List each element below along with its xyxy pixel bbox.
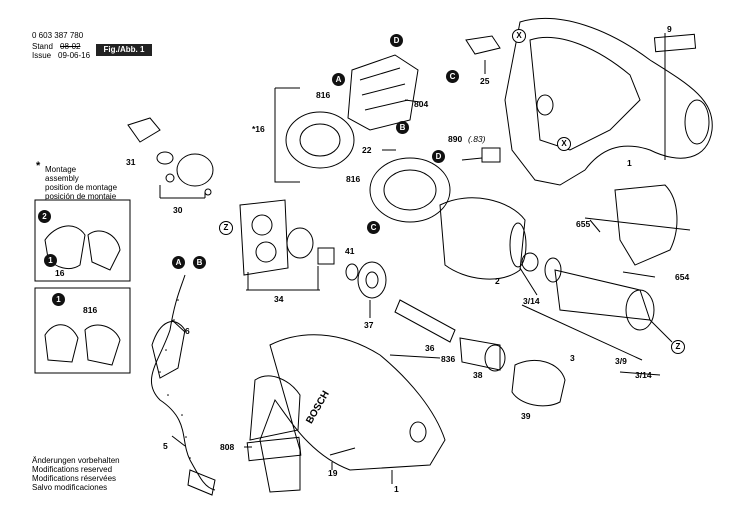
issue-value: 09-06-16 — [58, 51, 91, 60]
inset-frame-top — [34, 199, 131, 282]
marker-d-top: D — [390, 34, 403, 47]
label-36: 36 — [425, 343, 435, 353]
label-16-inset: 16 — [55, 268, 65, 278]
label-2: 2 — [495, 276, 500, 286]
label-890-sub: (.83) — [468, 134, 486, 144]
main-housing — [259, 334, 446, 493]
label-816-b: 816 — [346, 174, 361, 184]
footer-line-3: Modifications réservées — [32, 474, 117, 483]
footer-line-4: Salvo modificaciones — [32, 483, 108, 492]
label-25: 25 — [480, 76, 490, 86]
label-890: 890 — [448, 134, 463, 144]
part-number: 0 603 387 780 — [32, 31, 84, 40]
marker-x-top: X — [512, 29, 526, 43]
label-3-9: 3/9 — [615, 356, 627, 366]
assembly-line-3: position de montage — [45, 183, 118, 192]
label-39: 39 — [521, 411, 531, 421]
issue-label: Issue — [32, 51, 52, 60]
label-38: 38 — [473, 370, 483, 380]
marker-1-inset-bottom: 1 — [52, 293, 65, 306]
marker-d-right: D — [432, 150, 445, 163]
label-836: 836 — [441, 354, 456, 364]
assembly-symbol: * — [36, 160, 41, 172]
label-star16: *16 — [252, 124, 265, 134]
footer-line-1: Änderungen vorbehalten — [32, 456, 120, 465]
label-808: 808 — [220, 442, 235, 452]
chuck — [511, 359, 566, 407]
marker-z-armature: Z — [671, 340, 685, 354]
stand-value: 08-02 — [60, 42, 81, 51]
marker-b-top: B — [396, 121, 409, 134]
brush-holder — [285, 111, 355, 169]
label-1-top: 1 — [627, 158, 632, 168]
assembly-line-1: Montage — [45, 165, 77, 174]
label-3-14-a: 3/14 — [523, 296, 540, 306]
gear-37 — [357, 261, 387, 299]
armature — [554, 269, 651, 321]
label-5: 5 — [163, 441, 168, 451]
footer-line-2: Modifications reserved — [32, 465, 113, 474]
label-9: 9 — [667, 24, 672, 34]
figure-label: Fig./Abb. 1 — [96, 44, 152, 56]
marker-x-housing: X — [557, 137, 571, 151]
marker-a-top: A — [332, 73, 345, 86]
marker-c-bottom: C — [367, 221, 380, 234]
field-ring — [369, 157, 451, 223]
label-654: 654 — [675, 272, 690, 282]
assembly-line-2: assembly — [45, 174, 79, 183]
label-22: 22 — [362, 145, 372, 155]
aux-handle — [614, 184, 678, 266]
marker-a-cable: A — [172, 256, 185, 269]
marker-b-cable: B — [193, 256, 206, 269]
housing-half-top — [504, 18, 713, 186]
label-816-a: 816 — [316, 90, 331, 100]
stand-label: Stand — [32, 42, 53, 51]
label-1-bottom: 1 — [394, 484, 399, 494]
inset-frame-bottom — [34, 287, 131, 374]
label-804: 804 — [414, 99, 429, 109]
label-3: 3 — [570, 353, 575, 363]
marker-z-plate: Z — [219, 221, 233, 235]
stator — [439, 197, 526, 280]
label-34: 34 — [274, 294, 284, 304]
label-41: 41 — [345, 246, 355, 256]
label-31: 31 — [126, 157, 136, 167]
label-37: 37 — [364, 320, 374, 330]
label-19: 19 — [328, 468, 338, 478]
label-6: 6 — [185, 326, 190, 336]
assembly-line-4: posición de montaje — [45, 192, 117, 201]
label-3-14-b: 3/14 — [635, 370, 652, 380]
marker-c-top: C — [446, 70, 459, 83]
label-30: 30 — [173, 205, 183, 215]
label-655: 655 — [576, 219, 591, 229]
marker-2-inset: 2 — [38, 210, 51, 223]
marker-1-inset: 1 — [44, 254, 57, 267]
power-cable — [150, 274, 216, 491]
support-plate — [239, 199, 289, 276]
switch-module — [347, 54, 419, 131]
label-816-inset: 816 — [83, 305, 98, 315]
